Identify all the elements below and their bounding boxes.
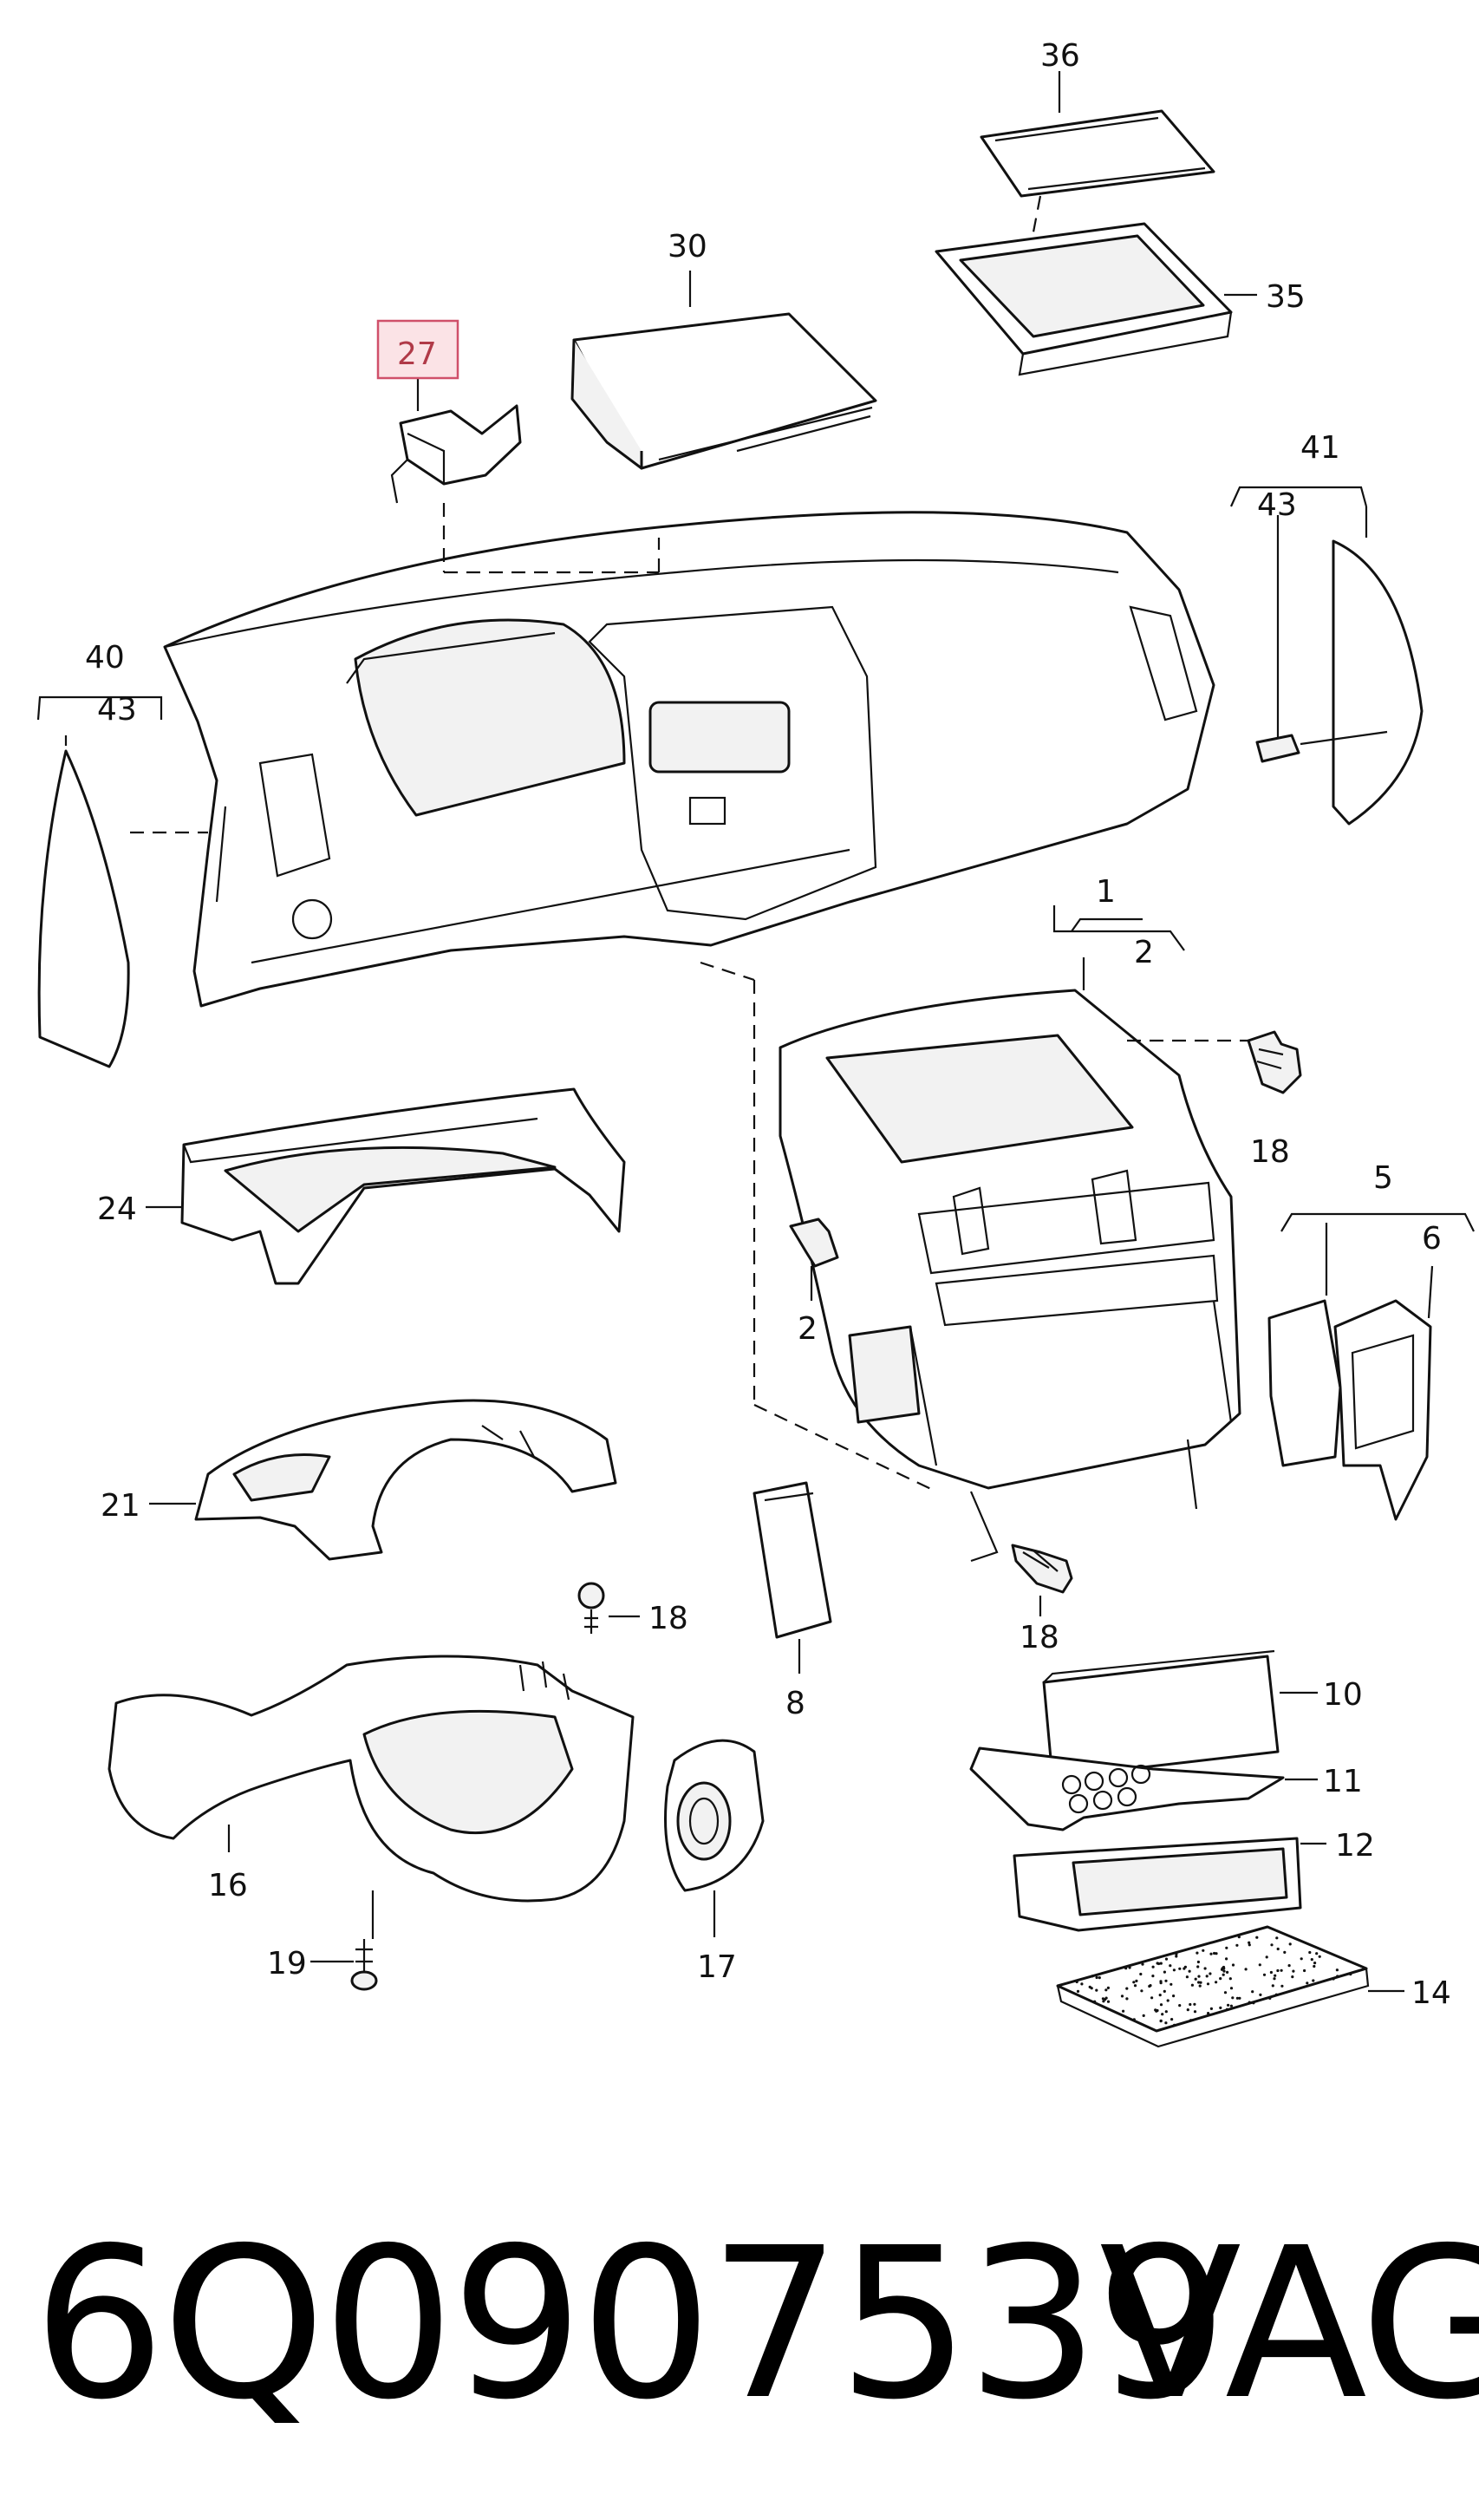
dashboard-main: [163, 503, 1215, 1008]
part-21-lower-trim: [149, 1399, 617, 1561]
callout-8: 8: [785, 1686, 805, 1721]
part-14-mat: [1056, 1925, 1404, 2048]
part-8-filler-panel: [753, 1481, 832, 1674]
callout-30: 30: [668, 229, 707, 264]
part-41-right-end-cap: [1229, 486, 1424, 826]
callout-41: 41: [1300, 430, 1340, 466]
part-17-ignition-bezel: [664, 1739, 765, 1937]
part-number: 6Q0907539: [33, 2203, 1228, 2445]
part-1-center-bezel: [700, 905, 1248, 1563]
callout-16: 16: [208, 1868, 248, 1903]
callout-24: 24: [97, 1191, 137, 1227]
callout-18-top: 18: [1250, 1134, 1290, 1170]
callout-19: 19: [267, 1946, 307, 1981]
callout-14: 14: [1411, 1975, 1451, 2011]
callout-2-top: 2: [1134, 935, 1154, 970]
part-30-passenger-cover: [570, 271, 877, 470]
callout-35: 35: [1266, 279, 1306, 315]
part-16-lower-shroud: [108, 1655, 635, 1939]
callout-5: 5: [1373, 1160, 1393, 1196]
part-18-screw-top: [1247, 1030, 1302, 1094]
part-2-clip: [789, 1218, 839, 1301]
part-12-pocket: [1013, 1837, 1326, 1932]
part-5-6-side-bracket: [1267, 1212, 1475, 1521]
callout-43-left: 43: [97, 692, 137, 728]
part-27-bracket: [376, 319, 522, 504]
callout-labels: 36 30 35 27 41 43 40 43 1 2 18 5 6 24 2 …: [85, 38, 1451, 2011]
part-18-screw-middle: [1011, 1544, 1073, 1616]
brand-name: VAG: [1099, 2203, 1479, 2445]
part-35-storage-tray: [935, 222, 1257, 376]
callout-43-right: 43: [1257, 487, 1297, 523]
part-36-cover-plate: [980, 71, 1215, 287]
callout-27: 27: [397, 336, 437, 372]
callout-6: 6: [1422, 1221, 1442, 1257]
callout-36: 36: [1040, 38, 1080, 74]
callout-2-mid: 2: [798, 1311, 818, 1347]
callout-1: 1: [1096, 874, 1116, 910]
part-40-left-end-cap: [36, 695, 208, 1068]
callout-17: 17: [697, 1949, 737, 1985]
part-10-panel: [1042, 1649, 1318, 1779]
callout-40: 40: [85, 640, 125, 676]
callout-10: 10: [1323, 1677, 1363, 1713]
callout-21: 21: [101, 1488, 140, 1524]
callout-12: 12: [1335, 1828, 1375, 1864]
callout-18-small: 18: [648, 1601, 688, 1636]
part-11-mount-plate: [969, 1746, 1318, 1831]
callout-11: 11: [1323, 1764, 1363, 1799]
callout-18-mid: 18: [1020, 1620, 1059, 1655]
part-18-screw-small: [577, 1582, 640, 1634]
part-19-screw: [310, 1939, 378, 1991]
part-24-upper-trim: [146, 1087, 626, 1285]
